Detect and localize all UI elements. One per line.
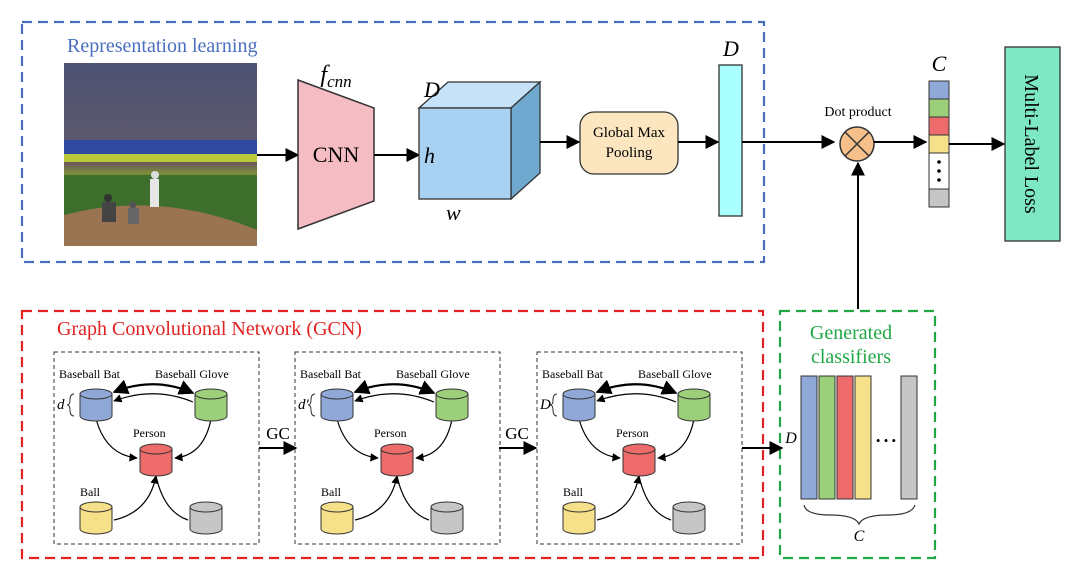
dim-brace: [549, 393, 558, 417]
classifier-ellipsis: • • •: [876, 433, 896, 448]
node-other: [430, 501, 464, 535]
label-baseball-glove: Baseball Glove: [638, 367, 712, 381]
cnn-label: CNN: [313, 142, 360, 167]
dot-product-label: Dot product: [824, 105, 891, 120]
node-other: [672, 501, 706, 535]
multi-label-loss-block: [1004, 46, 1061, 242]
label-person: Person: [133, 426, 166, 440]
feature-map-cube: [417, 80, 542, 201]
representation-learning-box: [20, 20, 766, 264]
fcnn-label: fcnn: [320, 62, 351, 91]
predicted-scores-vector: [928, 80, 950, 208]
node-baseball-glove: [677, 388, 711, 422]
classifiers-title-line1: Generated: [810, 322, 892, 344]
node-other: [189, 501, 223, 535]
gcn-box: [20, 309, 765, 560]
classifier-matrix: [800, 375, 918, 500]
label-ball: Ball: [563, 485, 584, 499]
scores-c-label: C: [932, 51, 947, 76]
multi-label-loss-label: Multi-Label Loss: [1020, 74, 1042, 214]
dim-brace: [66, 393, 75, 417]
label-baseball-glove: Baseball Glove: [396, 367, 470, 381]
label-baseball-bat: Baseball Bat: [542, 367, 604, 381]
node-dim-label: d′: [298, 397, 310, 413]
label-person: Person: [374, 426, 407, 440]
cnn-block: [297, 78, 375, 231]
pooling-label-line1: Global Max: [593, 125, 666, 141]
classifier-d-label: D: [784, 430, 797, 447]
gcn-title: Graph Convolutional Network (GCN): [57, 318, 362, 340]
label-baseball-bat: Baseball Bat: [59, 367, 121, 381]
global-max-pooling-block: [579, 111, 679, 175]
baseball-photo: [64, 63, 257, 246]
label-baseball-bat: Baseball Bat: [300, 367, 362, 381]
dim-brace: [307, 393, 316, 417]
gc-label-2: GC: [505, 424, 529, 443]
node-dim-label: d: [57, 397, 65, 413]
image-feature-vector: [718, 64, 743, 217]
classifiers-title-line2: classifiers: [811, 346, 891, 368]
generated-classifiers-box: [778, 309, 937, 560]
node-baseball-bat: [79, 388, 113, 422]
dot-product-icon: [839, 126, 875, 162]
node-baseball-bat: [320, 388, 354, 422]
gc-label-1: GC: [266, 424, 290, 443]
tensor-h-label: h: [424, 143, 435, 168]
classifier-c-label: C: [854, 528, 865, 545]
node-ball: [79, 501, 113, 535]
label-ball: Ball: [80, 485, 101, 499]
node-person: [380, 443, 414, 477]
label-ball: Ball: [321, 485, 342, 499]
node-baseball-glove: [194, 388, 228, 422]
node-dim-label: D: [539, 397, 551, 413]
tensor-w-label: w: [446, 200, 461, 225]
node-person: [139, 443, 173, 477]
node-baseball-glove: [435, 388, 469, 422]
feature-vector-d-label: D: [722, 36, 739, 61]
pooling-label-line2: Pooling: [606, 145, 653, 161]
tensor-d-label: D: [423, 77, 440, 102]
node-ball: [320, 501, 354, 535]
classifier-c-brace: [803, 504, 916, 526]
node-person: [622, 443, 656, 477]
representation-learning-title: Representation learning: [67, 35, 258, 57]
label-baseball-glove: Baseball Glove: [155, 367, 229, 381]
node-baseball-bat: [562, 388, 596, 422]
label-person: Person: [616, 426, 649, 440]
node-ball: [562, 501, 596, 535]
